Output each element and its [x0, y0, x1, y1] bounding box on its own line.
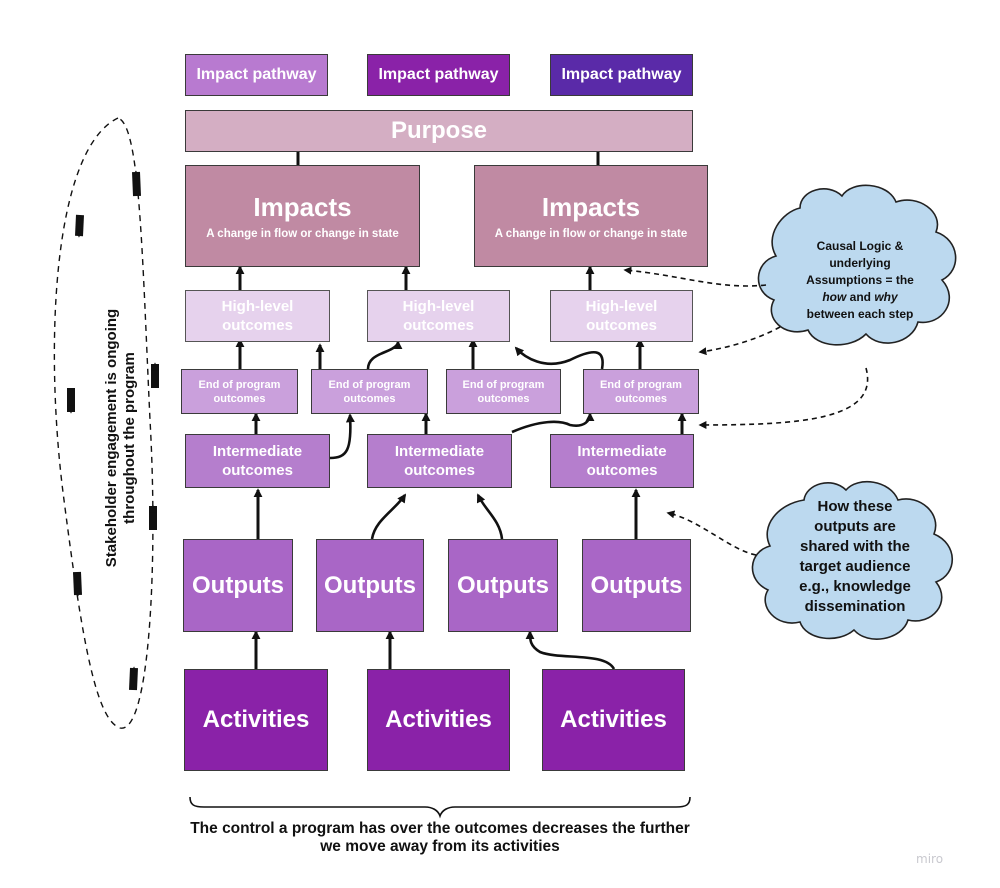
end-of-program-label: End of program outcomes [600, 378, 682, 405]
intermediate-outcomes-box-2: Intermediate outcomes [367, 434, 512, 488]
stakeholder-loop [53, 117, 154, 729]
end-of-program-outcomes-box-1: End of program outcomes [181, 369, 298, 414]
cloud-line: dissemination [804, 598, 906, 615]
high-level-outcomes-label: High-level outcomes [402, 298, 475, 334]
cloud-outputs-shared: How these outputs are shared with the ta… [770, 497, 940, 617]
legend-impact-pathway-1: Impact pathway [185, 54, 328, 96]
cloud-line: how and why [770, 289, 950, 306]
end-of-program-label: End of program outcomes [462, 378, 545, 405]
activities-box-3: Activities [542, 669, 685, 771]
cloud-line: shared with the [799, 538, 911, 555]
intermediate-outcomes-box-3: Intermediate outcomes [550, 434, 694, 488]
cloud-pointers [623, 266, 869, 556]
impacts-subtitle: A change in flow or change in state [494, 228, 688, 240]
cloud-and: and [849, 290, 871, 304]
cloud-line: between each step [806, 307, 914, 321]
stakeholder-engagement-text: Stakeholder engagement is ongoing throug… [103, 308, 138, 568]
end-of-program-label: End of program outcomes [328, 378, 411, 405]
outputs-box-2: Outputs [316, 539, 424, 632]
end-of-program-label: End of program outcomes [198, 378, 281, 405]
bottom-brace [189, 796, 691, 819]
legend-impact-pathway-2: Impact pathway [367, 54, 510, 96]
legend-impact-pathway-3: Impact pathway [550, 54, 693, 96]
high-level-outcomes-box-1: High-level outcomes [185, 290, 330, 342]
high-level-outcomes-box-3: High-level outcomes [550, 290, 693, 342]
intermediate-outcomes-label: Intermediate outcomes [577, 443, 667, 479]
outputs-box-4: Outputs [582, 539, 691, 632]
activities-box-2: Activities [367, 669, 510, 771]
impacts-box-2: Impacts A change in flow or change in st… [474, 165, 708, 267]
cloud-line: Causal Logic & [816, 239, 904, 253]
miro-watermark: miro [916, 852, 944, 866]
cloud-shape-causal-logic [757, 184, 957, 346]
impacts-title: Impacts [541, 192, 641, 222]
impacts-title: Impacts [253, 192, 352, 222]
cloud-causal-logic: Causal Logic & underlying Assumptions = … [770, 238, 950, 323]
cloud-line: e.g., knowledge [799, 578, 911, 595]
intermediate-outcomes-label: Intermediate outcomes [394, 443, 485, 479]
cloud-shape-outputs-shared [751, 481, 953, 640]
end-of-program-outcomes-box-3: End of program outcomes [446, 369, 561, 414]
outputs-box-1: Outputs [183, 539, 293, 632]
cloud-line: Assumptions = the [806, 273, 914, 287]
high-level-outcomes-label: High-level outcomes [221, 298, 294, 334]
intermediate-outcomes-box-1: Intermediate outcomes [185, 434, 330, 488]
cloud-line: target audience [799, 558, 911, 575]
high-level-outcomes-label: High-level outcomes [585, 298, 658, 334]
impacts-subtitle: A change in flow or change in state [206, 228, 399, 240]
end-of-program-outcomes-box-4: End of program outcomes [583, 369, 699, 414]
control-caption: The control a program has over the outco… [190, 820, 690, 855]
high-level-outcomes-box-2: High-level outcomes [367, 290, 510, 342]
cloud-why: why [874, 290, 898, 304]
outputs-box-3: Outputs [448, 539, 558, 632]
arrows-curved [329, 340, 616, 670]
stakeholder-loop-arrows [67, 170, 159, 691]
cloud-line: How these [817, 498, 893, 515]
cloud-line: outputs are [814, 518, 896, 535]
purpose-box: Purpose [185, 110, 693, 152]
intermediate-outcomes-label: Intermediate outcomes [212, 443, 303, 479]
activities-box-1: Activities [184, 669, 328, 771]
end-of-program-outcomes-box-2: End of program outcomes [311, 369, 428, 414]
cloud-line: underlying [829, 256, 891, 270]
cloud-how: how [822, 290, 847, 304]
impacts-box-1: Impacts A change in flow or change in st… [185, 165, 420, 267]
